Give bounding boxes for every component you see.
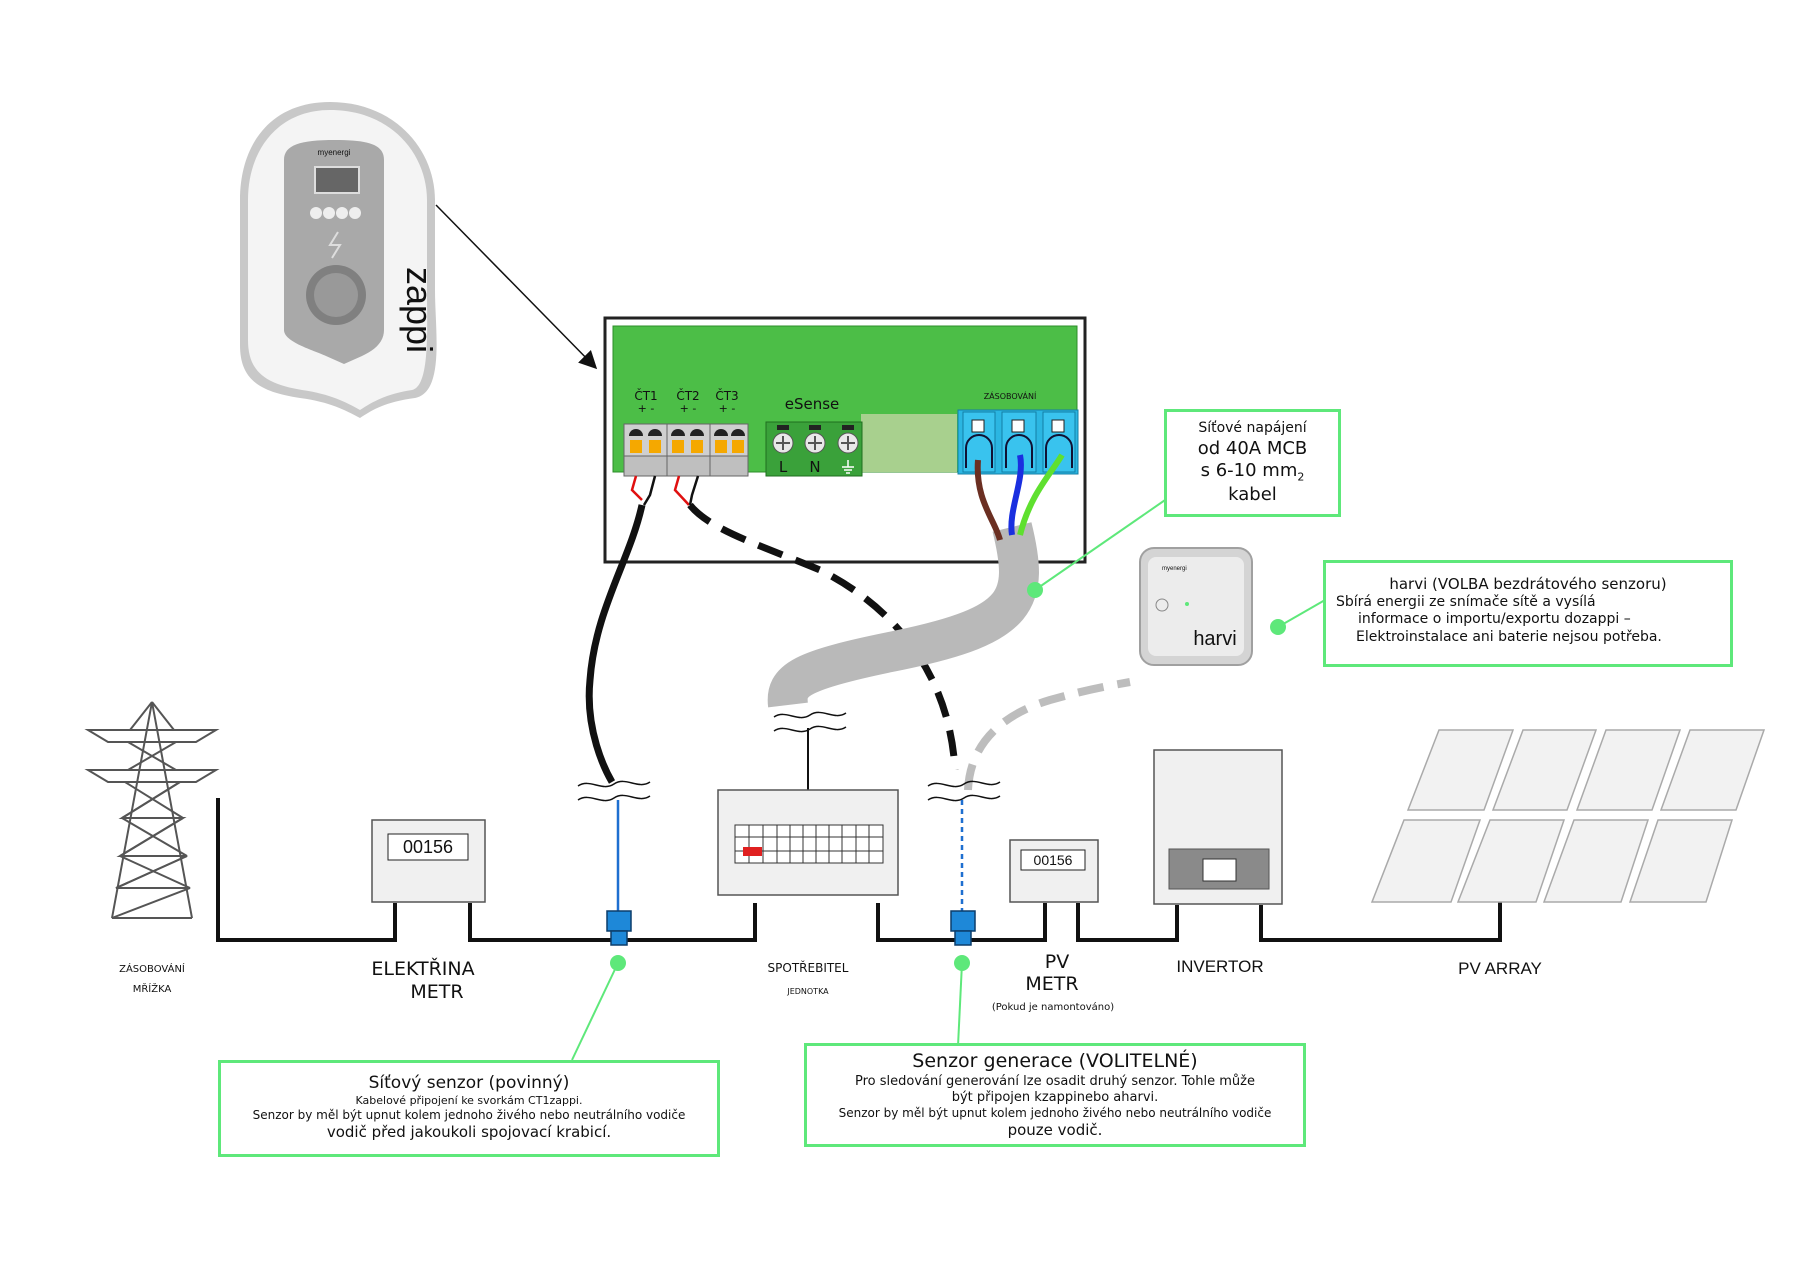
pv-array-label: PV ARRAY [1458,959,1542,978]
harvi-wireless-link [964,678,1131,791]
breaker-tripped [743,847,762,856]
pv-array [1370,729,1766,903]
ct3-polarity: + - [719,402,736,415]
gen-sensor-line2: být připojen kzappinebo aharvi. [951,1090,1159,1105]
generation-sensor-callout: Senzor generace (VOLITELNÉ) Pro sledován… [804,1043,1306,1147]
ct2-polarity: + - [680,402,697,415]
zappi-display [314,166,360,194]
harvi-callout: harvi (VOLBA bezdrátového senzoru) Sbírá… [1323,560,1733,667]
lightning-icon [328,231,342,259]
consumer-unit-label-1: SPOTŘEBITEL [768,960,849,975]
pv-meter-label-3: (Pokud je namontováno) [992,1001,1114,1013]
grid-sensor-callout: Síťový senzor (povinný) Kabelové připoje… [218,1060,720,1157]
grid-supply-label-1: ZÁSOBOVÁNÍ [119,962,185,975]
gen-sensor-line4: pouze vodič. [1007,1121,1103,1140]
grid-supply-label-2: MŘÍŽKA [133,982,172,995]
zappi-charger: myenergi zappi [240,102,440,418]
consumer-unit [717,789,899,896]
grid-sensor-title: Síťový senzor (povinný) [368,1073,570,1093]
grid-sensor-clamp [606,910,632,932]
ct3-label: ČT3 [715,388,738,403]
pv-meter-reading: 00156 [1034,852,1073,868]
supply-cable [767,522,1039,708]
zappi-brand-small: myenergi [318,148,351,157]
supply-callout-line3: s 6-10 mm2 [1200,460,1305,484]
pv-meter-label-1: PV [1045,951,1069,973]
gen-sensor-title: Senzor generace (VOLITELNÉ) [912,1050,1198,1072]
grid-sensor-line1: Kabelové připojení ke svorkám CT1zappi. [355,1094,583,1108]
generation-ct-cable [687,502,959,771]
supply-callout: Síťové napájení od 40A MCB s 6-10 mm2 ka… [1164,409,1341,517]
ct-terminal-block [623,423,749,477]
elec-meter-label-2: METR [410,981,463,1003]
supply-callout-line4: kabel [1228,484,1277,506]
pv-meter-label-2: METR [1025,973,1078,995]
gen-sensor-line1: Pro sledování generování lze osadit druh… [855,1073,1255,1089]
grid-meter-reading: 00156 [403,837,453,857]
harvi-brand-small: myenergi [1162,566,1187,572]
grid-ct-cable [585,504,646,784]
electricity-meter: 00156 [371,819,486,903]
elec-meter-label-1: ELEKTŘINA [371,957,474,980]
harvi-callout-line2: informace o importu/exportu dozappi – [1358,611,1631,628]
generation-sensor-clamp [950,910,976,932]
esense-label: eSense [785,395,840,413]
ct1-polarity: + - [638,402,655,415]
ct2-label: ČT2 [676,388,699,403]
zappi-buttons [310,207,361,219]
harvi-callout-line1: Sbírá energii ze snímače sítě a vysílá [1336,593,1596,610]
zappi-arrow [435,204,598,370]
supply-callout-line2: od 40A MCB [1197,437,1308,459]
terminal-n-label: N [809,458,820,476]
consumer-unit-label-2: JEDNOTKA [786,987,829,996]
esense-terminal-block: L N [765,421,863,477]
inverter-label: INVERTOR [1176,957,1263,976]
terminal-l-label: L [779,458,788,476]
zappi-side-logo: zappi [399,267,440,353]
pylon-icon [84,701,220,919]
gen-sensor-line3: Senzor by měl být upnut kolem jednoho ži… [838,1106,1272,1121]
pv-meter: 00156 [1009,839,1099,903]
harvi-device: myenergi harvi [1139,547,1253,666]
harvi-callout-title: harvi (VOLBA bezdrátového senzoru) [1389,575,1667,593]
grid-sensor-line2: Senzor by měl být upnut kolem jednoho ži… [252,1108,686,1122]
earth-icon [842,460,854,474]
inverter [1153,749,1283,905]
supply-callout-line1: Síťové napájení [1198,420,1307,436]
harvi-face-logo: harvi [1193,628,1236,650]
board-supply-label: ZÁSOBOVÁNÍ [984,390,1037,401]
harvi-callout-line3: Elektroinstalace ani baterie nejsou potř… [1356,628,1662,645]
grid-sensor-line3: vodič před jakoukoli spojovací krabicí. [326,1123,612,1141]
ct1-label: ČT1 [634,388,657,403]
